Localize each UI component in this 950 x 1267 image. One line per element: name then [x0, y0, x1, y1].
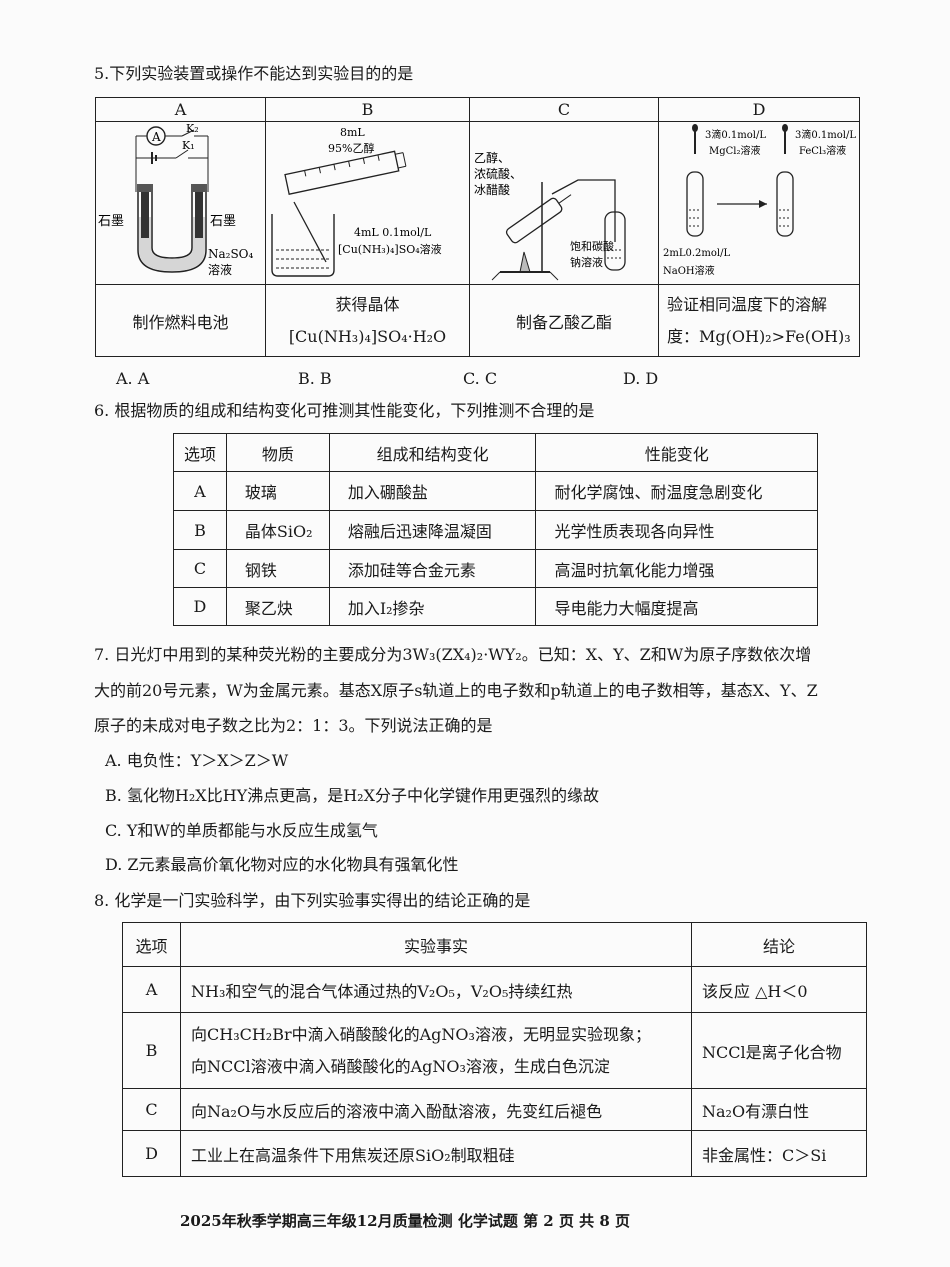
- q5-option-a: A. A: [116, 369, 150, 388]
- solution-label-2: 溶液: [208, 262, 232, 277]
- apparatus-b: 8mL 95%乙醇 4: [265, 121, 470, 285]
- q5-header-a: A: [95, 97, 266, 122]
- apparatus-a: A K₂ K₁ 石墨: [95, 121, 266, 285]
- complex-amount: 4mL 0.1mol/L: [354, 226, 432, 239]
- q6-row-c-property: 高温时抗氧化能力增强: [535, 549, 818, 588]
- q5-header-b: B: [265, 97, 470, 122]
- reagent-label-2: 浓硫酸、: [474, 166, 522, 181]
- receiver-label-1: 饱和碳酸: [570, 239, 614, 253]
- naoh-label: NaOH溶液: [663, 264, 715, 277]
- ammeter-label: A: [151, 130, 161, 144]
- q7-option-d: D. Z元素最高价氧化物对应的水化物具有强氧化性: [105, 855, 459, 874]
- q6-row-a-property: 耐化学腐蚀、耐温度急剧变化: [535, 471, 818, 511]
- reagent-label-3: 冰醋酸: [474, 182, 510, 197]
- right-electrode-label: 石墨: [210, 214, 236, 229]
- q8-stem: 8. 化学是一门实验科学，由下列实验事实得出的结论正确的是: [94, 891, 531, 910]
- q8-table: 选项 实验事实 结论 A NH₃和空气的混合气体通过热的V₂O₅，V₂O₅持续红…: [122, 922, 867, 1177]
- q6-row-b-substance: 晶体SiO₂: [225, 510, 330, 550]
- q6-row-d-option: D: [173, 587, 227, 626]
- mgcl2-label: MgCl₂溶液: [709, 144, 761, 157]
- purpose-a: 制作燃料电池: [95, 284, 266, 357]
- q5-header-d: D: [658, 97, 860, 122]
- q8-row-a-option: A: [122, 966, 181, 1013]
- q6-row-c-change: 添加硅等合金元素: [328, 549, 537, 588]
- q8-row-c-option: C: [122, 1088, 181, 1131]
- q8-header-option: 选项: [122, 922, 181, 967]
- q7-stem-line2: 大的前20号元素，W为金属元素。基态X原子s轨道上的电子数和p轨道上的电子数相等…: [94, 681, 818, 700]
- fecl3-label: FeCl₃溶液: [799, 144, 846, 157]
- q8-row-b-conclusion: NCCl是离子化合物: [691, 1012, 867, 1089]
- mgcl2-amount: 3滴0.1mol/L: [705, 128, 766, 141]
- purpose-d-line2: 度：Mg(OH)₂>Fe(OH)₃: [667, 326, 851, 346]
- naoh-amount: 2mL0.2mol/L: [663, 248, 730, 259]
- switch-k1-label: K₁: [182, 139, 195, 152]
- receiver-label-2: 钠溶液: [570, 255, 603, 269]
- page-footer: 2025年秋季学期高三年级12月质量检测 化学试题 第 2 页 共 8 页: [180, 1212, 631, 1230]
- q6-row-a-change: 加入硼酸盐: [328, 471, 537, 511]
- ethanol-amount: 8mL: [340, 126, 365, 139]
- q8-row-d-fact: 工业上在高温条件下用焦炭还原SiO₂制取粗硅: [180, 1130, 692, 1177]
- purpose-b-line1: 获得晶体: [335, 294, 400, 314]
- q6-header-change: 组成和结构变化: [328, 433, 537, 472]
- left-graphite-electrode: [141, 192, 149, 238]
- q6-row-a-substance: 玻璃: [225, 471, 330, 511]
- right-graphite-electrode: [195, 192, 203, 238]
- q8-row-b-fact: 向CH₃CH₂Br中滴入硝酸酸化的AgNO₃溶液，无明显实验现象； 向NCCl溶…: [180, 1012, 692, 1089]
- purpose-d-line1: 验证相同温度下的溶解: [667, 294, 828, 314]
- q8-header-fact: 实验事实: [180, 922, 692, 967]
- reagent-label-1: 乙醇、: [474, 150, 510, 165]
- q5-header-c: C: [469, 97, 659, 122]
- q5-option-b: B. B: [298, 369, 332, 388]
- q7-stem-line1: 7. 日光灯中用到的某种荧光粉的主要成分为3W₃(ZX₄)₂·WY₂。已知：X、…: [94, 645, 812, 664]
- q5-option-d: D. D: [623, 369, 659, 388]
- left-electrode-label: 石墨: [98, 214, 124, 229]
- q6-header-substance: 物质: [225, 433, 330, 472]
- q6-row-d-change: 加入I₂掺杂: [328, 587, 537, 626]
- q6-header-property: 性能变化: [535, 433, 818, 472]
- q6-header-option: 选项: [173, 433, 227, 472]
- q6-row-b-option: B: [173, 510, 227, 550]
- purpose-d: 验证相同温度下的溶解 度：Mg(OH)₂>Fe(OH)₃: [658, 284, 860, 357]
- q8-row-c-conclusion: Na₂O有漂白性: [691, 1088, 867, 1131]
- q8-header-conclusion: 结论: [691, 922, 867, 967]
- q8-row-b-fact-line1: 向CH₃CH₂Br中滴入硝酸酸化的AgNO₃溶液，无明显实验现象；: [191, 1024, 651, 1044]
- switch-k2-label: K₂: [186, 122, 199, 135]
- q6-row-d-substance: 聚乙炔: [225, 587, 330, 626]
- fecl3-amount: 3滴0.1mol/L: [795, 128, 856, 141]
- solution-label-1: Na₂SO₄: [208, 247, 254, 261]
- q8-row-d-option: D: [122, 1130, 181, 1177]
- apparatus-c: 乙醇、 浓硫酸、 冰醋酸 饱和碳酸 钠溶液: [469, 121, 659, 285]
- q8-row-a-conclusion: 该反应 △H＜0: [691, 966, 867, 1013]
- q7-option-b: B. 氢化物H₂X比HY沸点更高，是H₂X分子中化学键作用更强烈的缘故: [105, 786, 599, 805]
- q6-row-c-option: C: [173, 549, 227, 588]
- q6-row-b-property: 光学性质表现各向异性: [535, 510, 818, 550]
- complex-label: [Cu(NH₃)₄]SO₄溶液: [338, 242, 442, 256]
- q7-stem-line3: 原子的未成对电子数之比为2：1：3。下列说法正确的是: [94, 716, 493, 735]
- q6-row-d-property: 导电能力大幅度提高: [535, 587, 818, 626]
- purpose-b-line2: [Cu(NH₃)₄]SO₄·H₂O: [288, 326, 447, 346]
- q8-row-b-fact-line2: 向NCCl溶液中滴入硝酸酸化的AgNO₃溶液，生成白色沉淀: [191, 1056, 610, 1076]
- q8-row-b-option: B: [122, 1012, 181, 1089]
- q6-row-b-change: 熔融后迅速降温凝固: [328, 510, 537, 550]
- q7-option-c: C. Y和W的单质都能与水反应生成氢气: [105, 821, 378, 840]
- q6-table: 选项 物质 组成和结构变化 性能变化 A 玻璃 加入硼酸盐 耐化学腐蚀、耐温度急…: [173, 433, 818, 626]
- q5-table: A B C D A K₂ K₁: [95, 97, 860, 357]
- q6-row-a-option: A: [173, 471, 227, 511]
- ethanol-label: 95%乙醇: [328, 141, 374, 155]
- purpose-c: 制备乙酸乙酯: [469, 284, 659, 357]
- q8-row-c-fact: 向Na₂O与水反应后的溶液中滴入酚酞溶液，先变红后褪色: [180, 1088, 692, 1131]
- q7-option-a: A. 电负性：Y＞X＞Z＞W: [105, 751, 289, 770]
- q5-stem: 5.下列实验装置或操作不能达到实验目的的是: [94, 64, 414, 83]
- q6-stem: 6. 根据物质的组成和结构变化可推测其性能变化，下列推测不合理的是: [94, 401, 595, 420]
- q8-row-d-conclusion: 非金属性：C＞Si: [691, 1130, 867, 1177]
- q5-option-c: C. C: [463, 369, 498, 388]
- apparatus-d: 3滴0.1mol/L MgCl₂溶液 3滴0.1mol/L FeCl₃溶液 2m…: [658, 121, 860, 285]
- purpose-b: 获得晶体 [Cu(NH₃)₄]SO₄·H₂O: [265, 284, 470, 357]
- q8-row-a-fact: NH₃和空气的混合气体通过热的V₂O₅，V₂O₅持续红热: [180, 966, 692, 1013]
- q6-row-c-substance: 钢铁: [225, 549, 330, 588]
